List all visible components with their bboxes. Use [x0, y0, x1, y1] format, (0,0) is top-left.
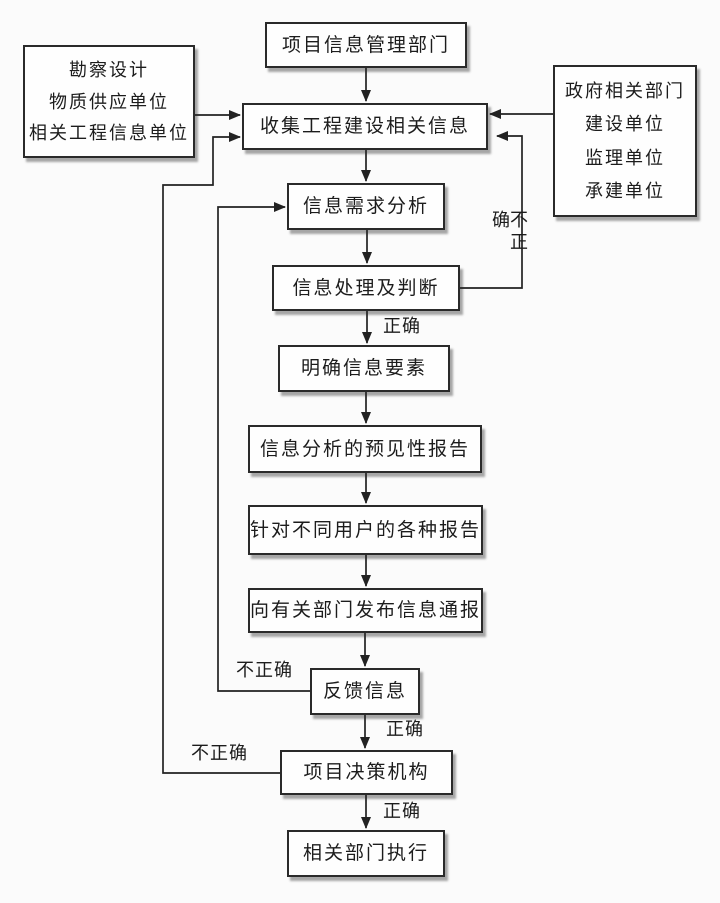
node-label: 反馈信息 — [322, 681, 407, 702]
node-forecast-report: 信息分析的预见性报告 — [248, 425, 482, 473]
left-source-line: 相关工程信息单位 — [29, 123, 189, 144]
node-notify-departments: 向有关部门发布信息通报 — [248, 588, 483, 633]
node-label: 项目决策机构 — [303, 762, 430, 783]
node-label: 向有关部门发布信息通报 — [250, 600, 482, 621]
node-collect-info: 收集工程建设相关信息 — [242, 103, 488, 150]
right-source-line: 承建单位 — [585, 180, 665, 201]
node-left-sources: 勘察设计 物质供应单位 相关工程信息单位 — [23, 45, 195, 158]
node-decision-body: 项目决策机构 — [280, 750, 453, 795]
node-label: 项目信息管理部门 — [281, 34, 450, 56]
node-label: 明确信息要素 — [300, 358, 427, 379]
node-feedback-info: 反馈信息 — [310, 668, 420, 715]
left-source-line: 勘察设计 — [69, 59, 149, 80]
edge-label-process-correct: 正确 — [383, 316, 421, 336]
edge-label-decision-correct: 正确 — [383, 801, 421, 821]
node-label: 信息需求分析 — [302, 196, 429, 217]
edge-label-feedback-correct: 正确 — [386, 719, 424, 739]
node-label: 信息处理及判断 — [292, 277, 440, 299]
node-label: 信息分析的预见性报告 — [259, 438, 470, 460]
node-right-sources: 政府相关部门 建设单位 监理单位 承建单位 — [553, 65, 697, 217]
node-user-reports: 针对不同用户的各种报告 — [248, 505, 483, 555]
node-process-judge: 信息处理及判断 — [272, 265, 460, 311]
edge-label-feedback-incorrect: 不正确 — [236, 660, 293, 680]
node-label: 针对不同用户的各种报告 — [250, 519, 482, 541]
node-clarify-elements: 明确信息要素 — [278, 345, 450, 392]
right-source-line: 监理单位 — [585, 147, 665, 168]
node-label: 相关部门执行 — [302, 843, 429, 864]
edge-label-decision-incorrect: 不正确 — [191, 743, 248, 763]
edge-label-process-incorrect: 不正确 — [490, 210, 528, 254]
node-info-management-dept: 项目信息管理部门 — [265, 22, 467, 68]
node-departments-execute: 相关部门执行 — [287, 830, 445, 877]
node-label: 收集工程建设相关信息 — [259, 116, 470, 137]
right-source-line: 政府相关部门 — [565, 81, 685, 102]
node-demand-analysis: 信息需求分析 — [287, 183, 445, 230]
right-source-line: 建设单位 — [585, 114, 665, 135]
left-source-line: 物质供应单位 — [49, 91, 169, 112]
